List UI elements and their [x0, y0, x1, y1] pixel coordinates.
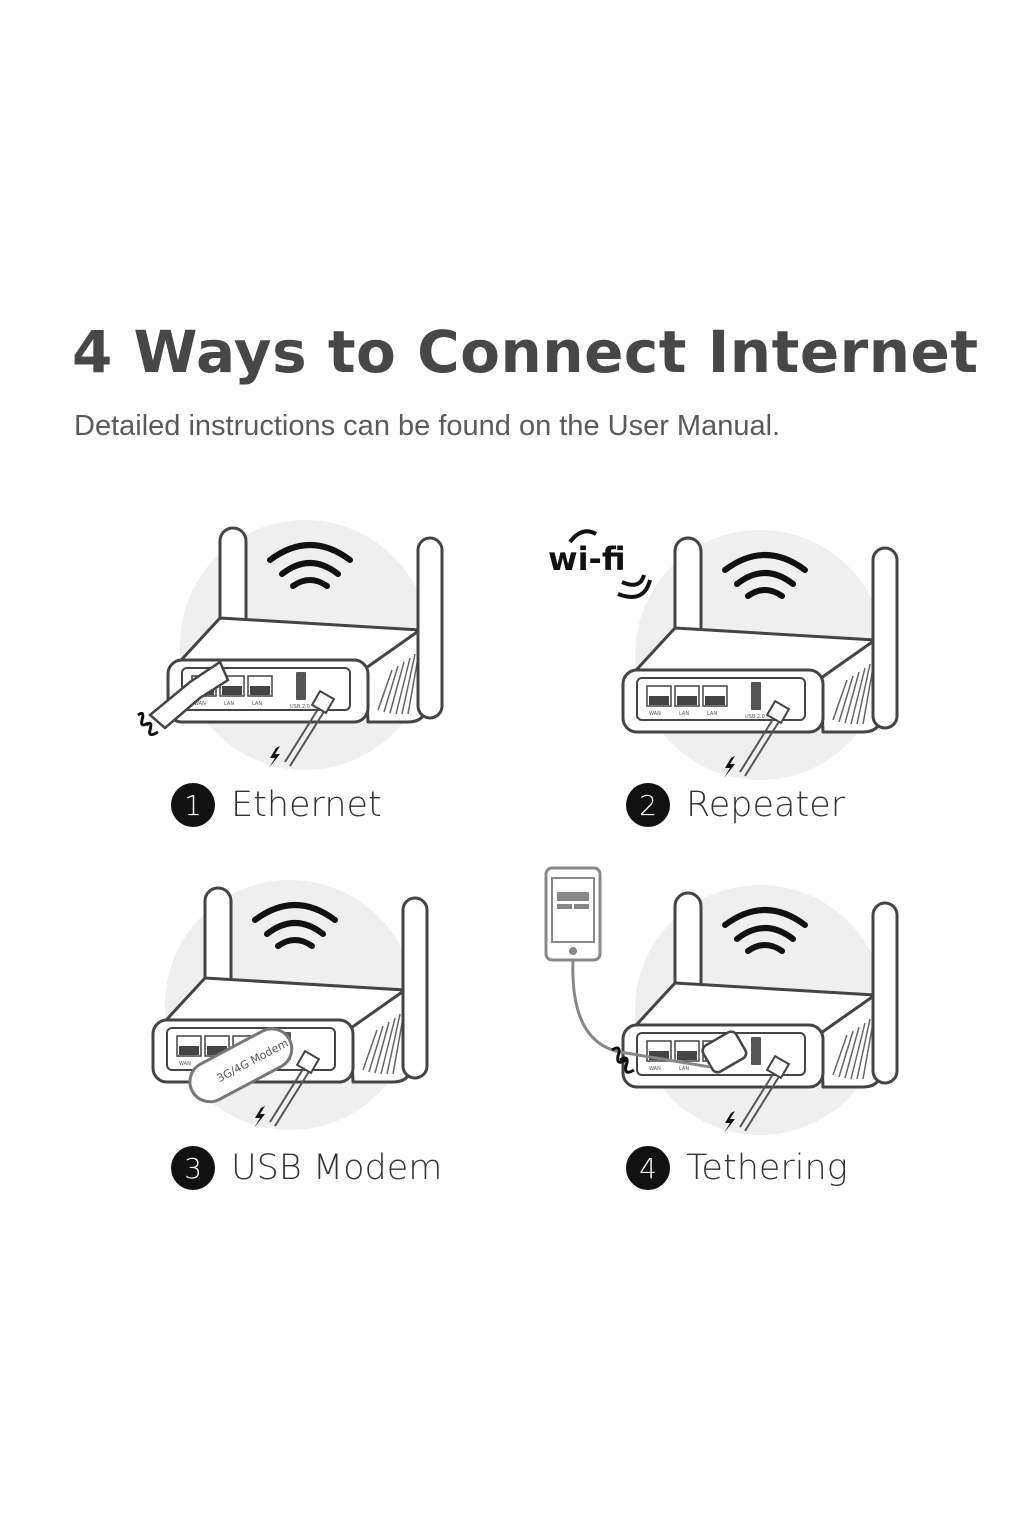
- port-label-wan: WAN: [194, 701, 206, 707]
- port-label-lan: LAN: [252, 701, 262, 707]
- router-icon: WAN LAN LAN USB 2.0: [137, 520, 460, 770]
- method-label: USB Modem: [231, 1148, 443, 1188]
- page-title: 4 Ways to Connect Internet: [72, 318, 979, 386]
- number-badge: 2: [626, 783, 670, 827]
- port-label-wan: WAN: [649, 1066, 661, 1072]
- port-label-usb: USB 2.0: [290, 704, 310, 710]
- smartphone-icon: [544, 866, 711, 1074]
- port-label-lan: LAN: [224, 701, 234, 707]
- ethernet-cable-icon: [137, 660, 230, 737]
- method-label: Tethering: [686, 1148, 848, 1188]
- number-badge: 3: [171, 1146, 215, 1190]
- router-icon: WAN LAN: [585, 885, 915, 1135]
- method-repeater: 2 Repeater: [626, 783, 845, 827]
- tethering-illustration: WAN LAN: [585, 885, 915, 1135]
- repeater-illustration: WAN LAN LAN USB 2.0: [585, 530, 915, 780]
- port-label-wan: WAN: [179, 1061, 191, 1067]
- method-usb-modem: 3 USB Modem: [171, 1146, 442, 1190]
- method-label: Repeater: [686, 785, 846, 825]
- port-label-wan: WAN: [649, 711, 661, 717]
- ethernet-illustration: WAN LAN LAN USB 2.0: [130, 520, 460, 770]
- wifi-logo-icon: wi-fi: [548, 540, 626, 578]
- port-label-usb: USB 2.0: [745, 714, 765, 720]
- number-badge: 4: [626, 1146, 670, 1190]
- port-label-lan: LAN: [679, 1066, 689, 1072]
- page-subtitle: Detailed instructions can be found on th…: [74, 410, 781, 442]
- usb-plug-icon: [701, 1030, 748, 1074]
- method-ethernet: 1 Ethernet: [171, 783, 382, 827]
- number-badge: 1: [171, 783, 215, 827]
- port-label-lan: LAN: [707, 711, 717, 717]
- wifi-signal-icon: [568, 529, 652, 599]
- method-tethering: 4 Tethering: [626, 1146, 848, 1190]
- router-icon: WAN LAN LAN USB 2.0: [585, 530, 915, 780]
- method-label: Ethernet: [231, 785, 382, 825]
- port-label-lan: LAN: [679, 711, 689, 717]
- router-icon: WAN 3G/4G Modem: [115, 880, 445, 1130]
- usb-modem-illustration: WAN 3G/4G Modem: [115, 880, 445, 1130]
